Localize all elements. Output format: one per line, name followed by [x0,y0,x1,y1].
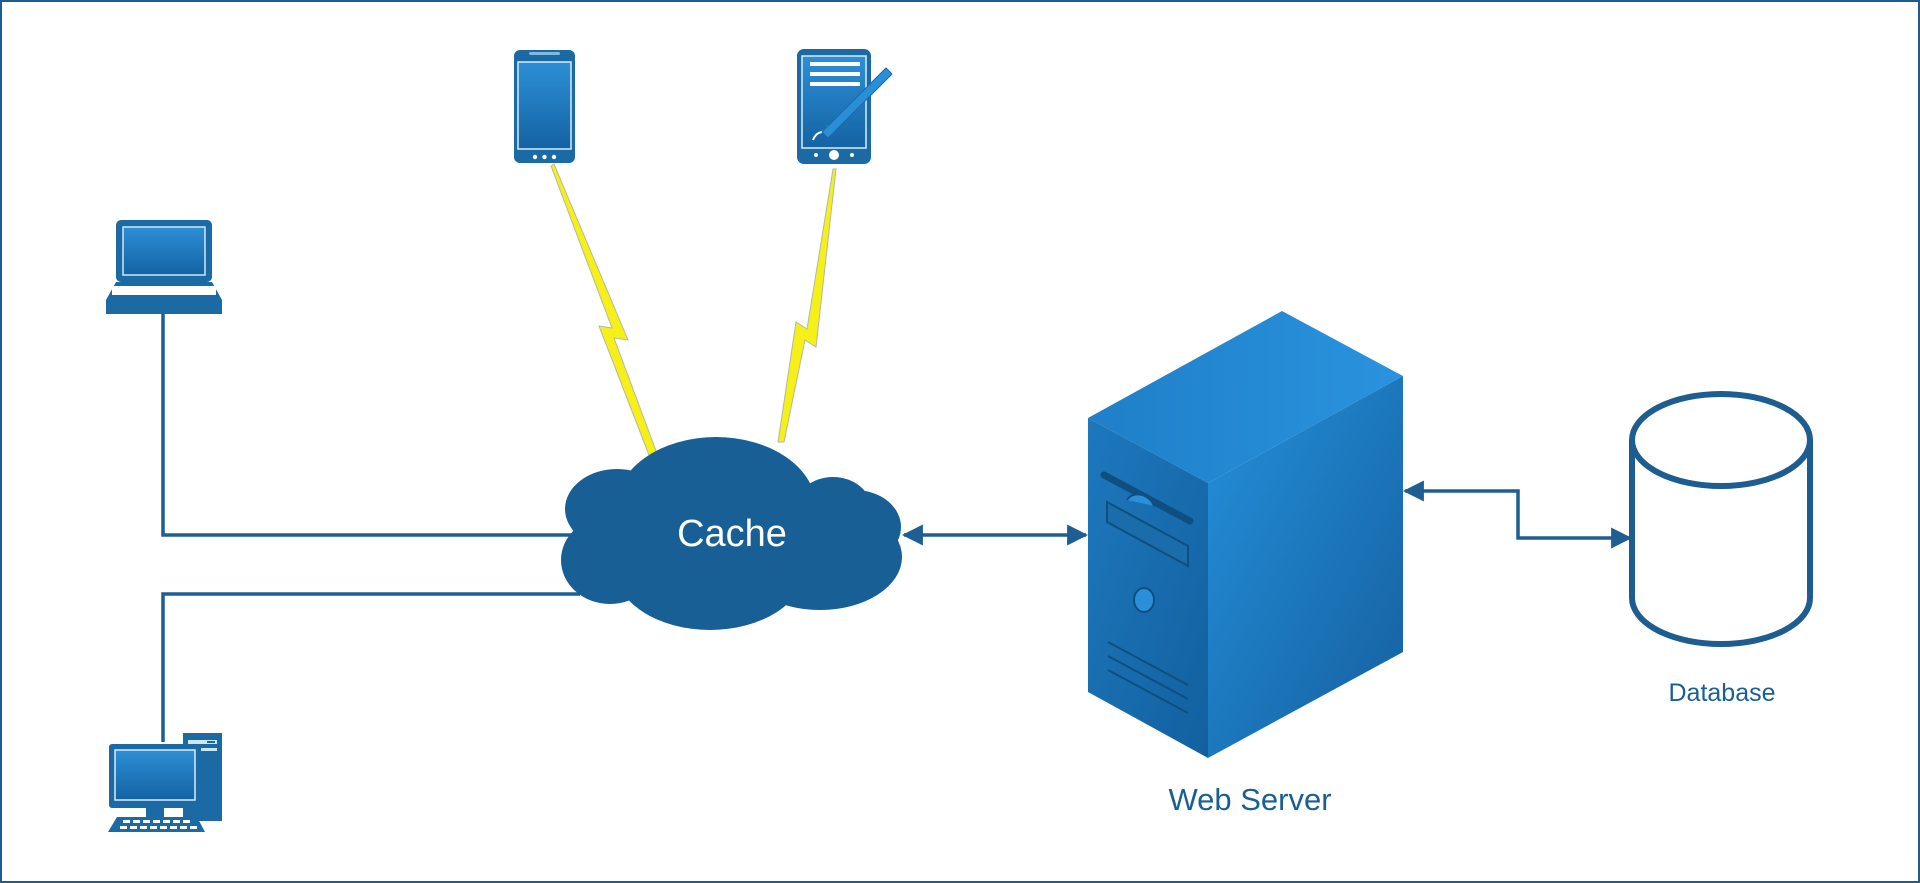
desktop-to-cache-line [161,592,580,742]
server-tower-icon [1088,311,1403,758]
smartphone-icon [514,50,575,163]
laptop-icon [106,220,222,314]
connections [161,312,1633,742]
tablet-icon [797,49,893,164]
server-to-database-arrow [1402,480,1633,549]
cache-label: Cache [677,513,787,555]
database-label: Database [1668,679,1775,707]
cloud-icon [561,437,902,630]
laptop-to-cache-line [161,312,575,537]
lightning-bolt-icon [550,163,837,469]
tablet-wireless-link [777,168,837,443]
web-server-label: Web Server [1168,782,1331,817]
database-cylinder-icon [1629,391,1813,647]
smartphone-wireless-link [550,163,663,469]
desktop-computer-icon [108,733,222,832]
